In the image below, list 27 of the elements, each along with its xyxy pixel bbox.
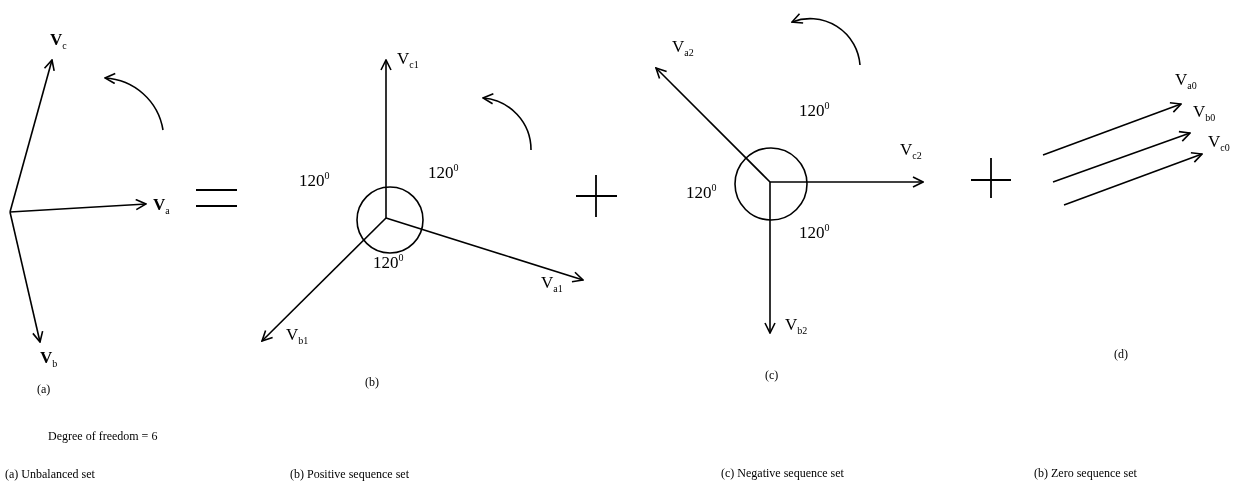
caption-text: (c) Negative sequence set <box>721 467 844 479</box>
angle-label: 120$^{0}$ <box>686 183 717 201</box>
phasor-label: V$_{a0}$ <box>1175 71 1197 91</box>
angle-label: 120$^{0}$ <box>428 163 459 181</box>
angle-label: 120$^{0}$ <box>799 223 830 241</box>
caption-text: (a) Unbalanced set <box>5 468 95 480</box>
phasor-label: V$_{b2}$ <box>785 316 808 336</box>
angle-label: 120$^{0}$ <box>799 101 830 119</box>
panel-label: (c) <box>765 369 779 381</box>
phasor-label: V$_{b}$ <box>40 349 58 369</box>
phasor-label: V$_{c1}$ <box>397 50 419 70</box>
phasor-label: V$_{c}$ <box>50 31 67 51</box>
phasor-label: V$_{a}$ <box>153 196 170 216</box>
phasor-label: V$_{c2}$ <box>900 141 922 161</box>
caption-text: (b) Positive sequence set <box>290 468 409 480</box>
phasor-label: V$_{a2}$ <box>672 38 694 58</box>
angle-label: 120$^{0}$ <box>373 253 404 271</box>
panel-label: (a) <box>37 383 51 395</box>
angle-label: 120$^{0}$ <box>299 171 330 189</box>
phasor-label: V$_{b0}$ <box>1193 103 1216 123</box>
phasor-label: V$_{a1}$ <box>541 274 563 294</box>
caption-text: (b) Zero sequence set <box>1034 467 1137 479</box>
note-text: Degree of freedom = 6 <box>48 430 158 442</box>
phasor-label: V$_{b1}$ <box>286 326 309 346</box>
panel-label: (d) <box>1114 348 1128 360</box>
panel-label: (b) <box>365 376 379 388</box>
phasor-label: V$_{c0}$ <box>1208 133 1230 153</box>
